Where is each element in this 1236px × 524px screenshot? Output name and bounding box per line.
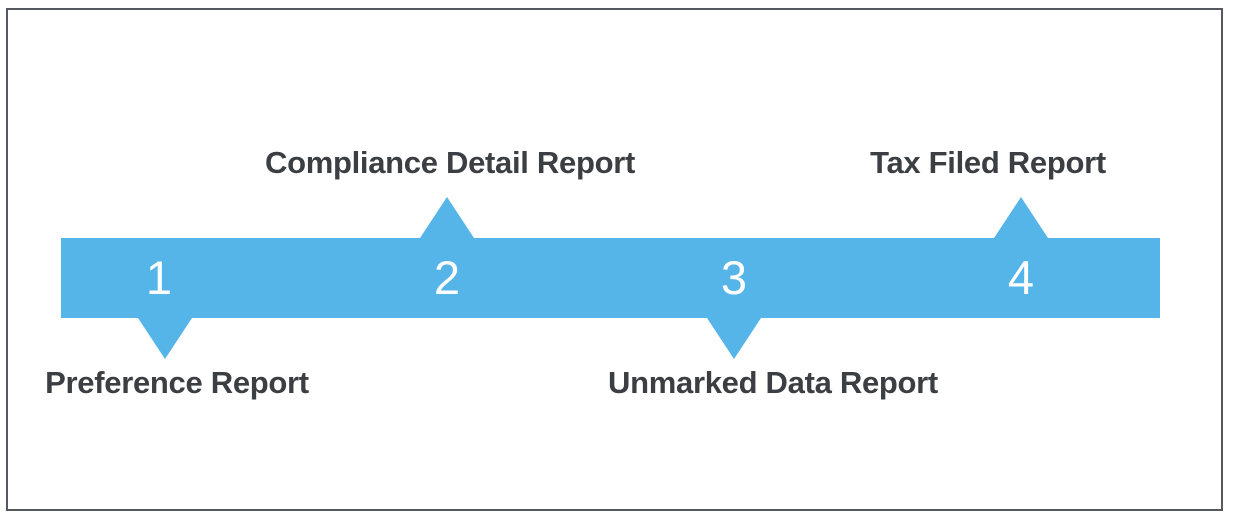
diagram-frame: 1 Preference Report 2 Compliance Detail …	[6, 8, 1223, 511]
step-3-arrow-down-icon	[707, 318, 761, 359]
step-2-label: Compliance Detail Report	[264, 145, 636, 180]
step-1-number: 1	[145, 251, 173, 304]
step-2-arrow-up-icon	[420, 197, 474, 238]
step-4-arrow-up-icon	[994, 197, 1048, 238]
step-1-label: Preference Report	[45, 365, 309, 400]
step-1-arrow-down-icon	[138, 318, 192, 359]
timeline-band	[61, 238, 1160, 318]
step-3-label: Unmarked Data Report	[608, 365, 938, 400]
step-3-number: 3	[720, 251, 748, 304]
step-4-number: 4	[1007, 251, 1035, 304]
step-2-number: 2	[433, 251, 461, 304]
step-4-label: Tax Filed Report	[870, 145, 1106, 180]
